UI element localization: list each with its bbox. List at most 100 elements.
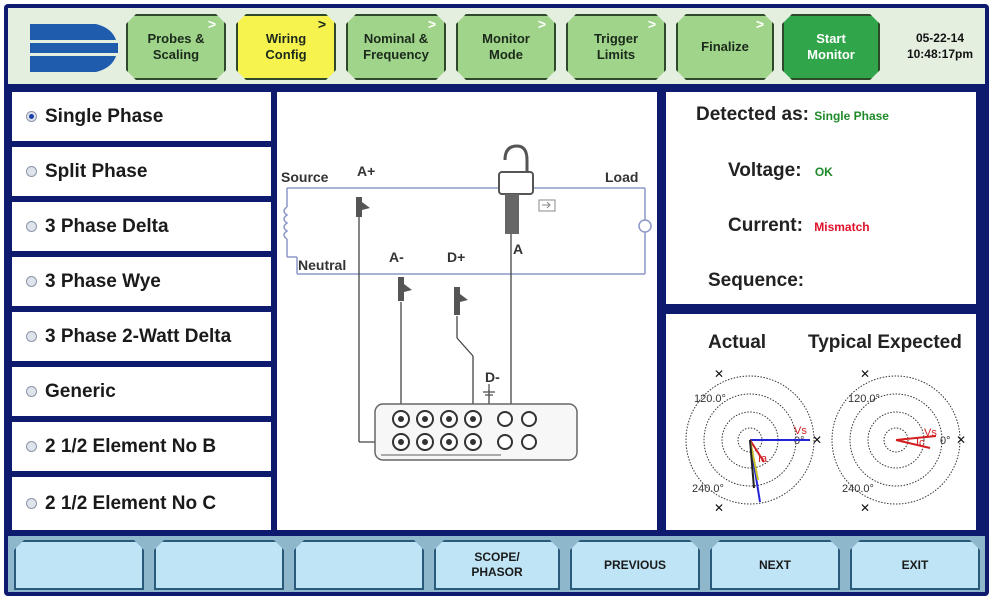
function-key-3[interactable]	[294, 540, 424, 590]
d-plus-label: D+	[447, 249, 465, 265]
expected-phasor-diagram: 120.0° 240.0° 0° Vs Ic ✕ ✕ ✕	[831, 367, 966, 515]
tab-finalize[interactable]: Finalize >	[676, 14, 774, 80]
angle-0-label: 0°	[940, 435, 951, 447]
option-label: 2 1/2 Element No B	[45, 435, 217, 457]
option-single-phase[interactable]: Single Phase	[12, 92, 271, 144]
next-button[interactable]: NEXT	[710, 540, 840, 590]
voltage-status: OK	[814, 165, 833, 179]
function-key-2[interactable]	[154, 540, 284, 590]
ia-label: Ia	[758, 453, 768, 465]
tab-nominal-frequency[interactable]: Nominal & Frequency >	[346, 14, 446, 80]
tab-label: Monitor Mode	[482, 31, 530, 62]
option-3-phase-wye[interactable]: 3 Phase Wye	[12, 257, 271, 309]
function-key-1[interactable]	[14, 540, 144, 590]
option-label: Split Phase	[45, 160, 148, 182]
neutral-label: Neutral	[298, 257, 346, 273]
detected-as-label: Detected as:	[696, 104, 809, 125]
load-label: Load	[605, 169, 638, 185]
vs-label: Vs	[924, 427, 937, 439]
tab-label: Probes & Scaling	[147, 31, 205, 62]
option-2-half-element-no-b[interactable]: 2 1/2 Element No B	[12, 422, 271, 474]
svg-text:✕: ✕	[956, 433, 966, 447]
tab-label: Finalize	[701, 39, 749, 54]
radio-icon[interactable]	[26, 331, 37, 342]
radio-icon[interactable]	[26, 221, 37, 232]
option-label: 3 Phase 2-Watt Delta	[45, 325, 232, 347]
option-label: 3 Phase Delta	[45, 215, 169, 237]
sequence-label: Sequence:	[708, 270, 805, 291]
instrument-connector-panel	[374, 403, 578, 461]
a-minus-label: A-	[389, 249, 404, 265]
chevron-right-icon: >	[537, 16, 546, 32]
time-text: 10:48:17pm	[906, 47, 973, 61]
current-label: Current:	[728, 215, 803, 236]
radio-icon[interactable]	[26, 166, 37, 177]
detection-status-panel: Detected as: Single Phase Voltage: OK Cu…	[666, 92, 976, 304]
option-label: 3 Phase Wye	[45, 270, 161, 292]
detected-as-value: Single Phase	[814, 109, 889, 123]
probe-d-plus-icon	[454, 287, 460, 315]
wiring-options-list: Single Phase Split Phase 3 Phase Delta 3…	[12, 92, 271, 530]
option-label: Generic	[45, 380, 116, 402]
option-label: Single Phase	[45, 105, 164, 127]
wiring-diagram-panel: Source Load Neutral A+ A- D+ D- A	[277, 92, 657, 530]
date-text: 05-22-14	[915, 31, 964, 45]
company-logo	[26, 18, 120, 78]
radio-icon[interactable]	[26, 441, 37, 452]
chevron-right-icon: >	[755, 16, 764, 32]
probe-a-minus-icon	[398, 277, 404, 301]
a-plus-label: A+	[357, 163, 375, 179]
probe-a-plus-icon	[356, 197, 362, 217]
angle-120-label: 120.0°	[694, 393, 726, 405]
tab-monitor-mode[interactable]: Monitor Mode >	[456, 14, 556, 80]
svg-text:✕: ✕	[860, 367, 870, 381]
radio-icon[interactable]	[26, 276, 37, 287]
button-label: NEXT	[758, 557, 791, 572]
tab-label: Nominal & Frequency	[363, 31, 429, 62]
date-time-display: 05-22-14 10:48:17pm	[907, 30, 973, 62]
option-generic[interactable]: Generic	[12, 367, 271, 419]
ic-label: Ic	[916, 437, 925, 449]
radio-selected-icon[interactable]	[26, 111, 37, 122]
angle-120-label: 120.0°	[848, 393, 880, 405]
option-3-phase-delta[interactable]: 3 Phase Delta	[12, 202, 271, 254]
angle-240-label: 240.0°	[692, 483, 724, 495]
svg-text:✕: ✕	[860, 501, 870, 515]
clamp-a-label: A	[513, 241, 523, 257]
option-3-phase-2-watt-delta[interactable]: 3 Phase 2-Watt Delta	[12, 312, 271, 364]
svg-text:✕: ✕	[812, 433, 822, 447]
current-status: Mismatch	[814, 220, 870, 234]
tab-probes-scaling[interactable]: Probes & Scaling >	[126, 14, 226, 80]
current-clamp-icon	[498, 144, 556, 234]
tab-label: Wiring Config	[265, 31, 307, 62]
expected-title: Typical Expected	[808, 332, 962, 353]
svg-text:✕: ✕	[714, 367, 724, 381]
angle-240-label: 240.0°	[842, 483, 874, 495]
button-label: SCOPE/ PHASOR	[471, 550, 523, 579]
phasor-graphics: 120.0° 240.0° 0° Vs Ia ✕ ✕ ✕ 120.0° 240.…	[685, 367, 966, 515]
source-label: Source	[281, 169, 329, 185]
top-navigation-bar: Probes & Scaling > Wiring Config > Nomin…	[8, 8, 985, 84]
chevron-right-icon: >	[317, 16, 326, 32]
option-split-phase[interactable]: Split Phase	[12, 147, 271, 199]
radio-icon[interactable]	[26, 498, 37, 509]
tab-wiring-config[interactable]: Wiring Config >	[236, 14, 336, 80]
chevron-right-icon: >	[647, 16, 656, 32]
option-2-half-element-no-c[interactable]: 2 1/2 Element No C	[12, 477, 271, 530]
vs-label: Vs	[794, 425, 807, 437]
chevron-right-icon: >	[207, 16, 216, 32]
exit-button[interactable]: EXIT	[850, 540, 980, 590]
actual-phasor-diagram: 120.0° 240.0° 0° Vs Ia ✕ ✕ ✕	[685, 367, 822, 515]
button-label: EXIT	[901, 557, 929, 572]
tab-label: Start Monitor	[807, 31, 855, 62]
previous-button[interactable]: PREVIOUS	[570, 540, 700, 590]
button-label: PREVIOUS	[603, 557, 666, 572]
chevron-right-icon: >	[427, 16, 436, 32]
ground-icon	[483, 384, 495, 396]
svg-text:✕: ✕	[714, 501, 724, 515]
scope-phasor-button[interactable]: SCOPE/ PHASOR	[434, 540, 560, 590]
tab-trigger-limits[interactable]: Trigger Limits >	[566, 14, 666, 80]
radio-icon[interactable]	[26, 386, 37, 397]
start-monitor-button[interactable]: Start Monitor	[782, 14, 880, 80]
tab-label: Trigger Limits	[593, 31, 639, 62]
